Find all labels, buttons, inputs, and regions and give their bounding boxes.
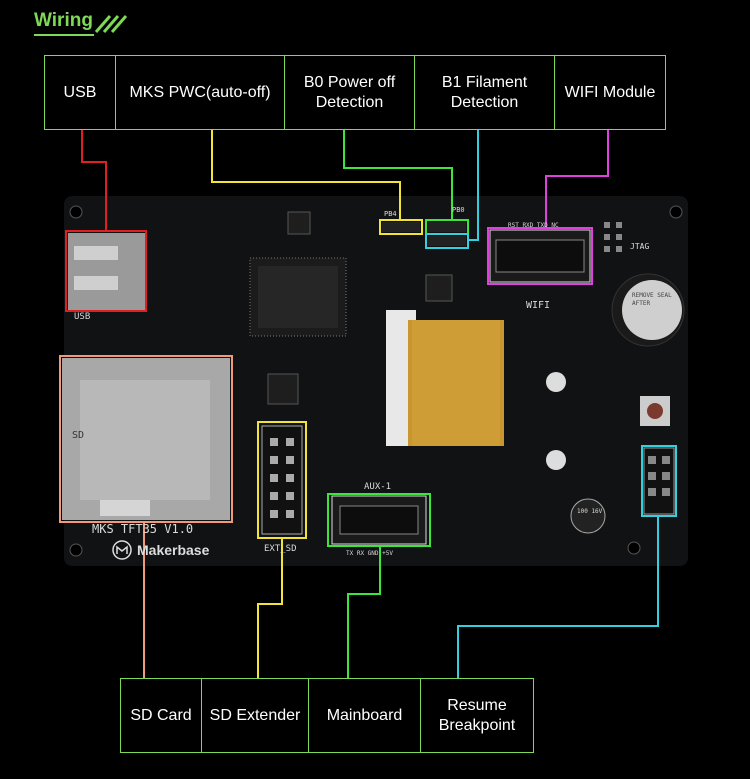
brand-name: Makerbase — [137, 542, 210, 558]
silk-jtag: JTAG — [630, 242, 650, 251]
label-resume-breakpoint: Resume Breakpoint — [420, 678, 534, 753]
mount-hole — [69, 205, 83, 219]
silk-pb4: PB4 — [384, 210, 397, 218]
silk-model: MKS TFT35 V1.0 — [92, 522, 194, 536]
label-usb-text: USB — [63, 83, 97, 101]
label-resume-breakpoint-text: Resume Breakpoint — [438, 696, 516, 734]
pb4-header — [382, 222, 420, 232]
silk-pb0: PB0 — [452, 206, 465, 214]
silk-cap: 100 16V — [577, 508, 603, 515]
mount-hole — [669, 205, 683, 219]
usb-port — [68, 233, 146, 310]
line-resume — [457, 516, 659, 678]
mount-hole — [69, 543, 83, 557]
title-slashes-icon — [94, 15, 128, 33]
brand-logo: Makerbase — [112, 540, 209, 560]
silk-wifi-pins: RST RXD TXD NC — [508, 222, 559, 229]
highlight-sd-card — [59, 355, 233, 523]
usb-slot — [74, 246, 118, 260]
silk-sd: SD — [72, 430, 85, 441]
sd-eject — [100, 500, 150, 516]
capacitor — [546, 450, 566, 470]
label-b1-text: B1 Filament Detection — [441, 73, 528, 111]
wifi-header-socket — [495, 239, 585, 273]
line-b0 — [343, 130, 453, 220]
label-pwc-text: MKS PWC(auto-off) — [129, 83, 271, 101]
label-mainboard-text: Mainboard — [326, 706, 403, 724]
ext-sd-header-body — [261, 425, 303, 535]
page-title: Wiring — [34, 10, 93, 31]
line-b1 — [468, 130, 479, 241]
reset-button-cap — [647, 403, 663, 419]
silk-buzzer: REMOVE SEAL AFTER — [632, 292, 672, 307]
label-wifi-text: WIFI Module — [564, 83, 656, 101]
line-sd-extender — [257, 538, 283, 678]
usb-slot — [74, 276, 118, 290]
makerbase-icon — [112, 540, 132, 560]
line-mainboard — [347, 546, 381, 678]
line-usb — [81, 130, 107, 231]
silk-ext-sd: EXT_SD — [264, 544, 297, 554]
label-wifi: WIFI Module — [554, 55, 666, 130]
jtag-pins — [604, 222, 622, 252]
mcu-die — [258, 266, 338, 328]
aux-header-socket — [339, 505, 419, 535]
ext-sd-pins — [270, 438, 294, 518]
electrolytic-capacitor — [570, 498, 606, 534]
label-sd-card-text: SD Card — [130, 706, 192, 724]
silk-aux: AUX-1 — [364, 482, 392, 492]
buzzer-seal — [622, 280, 682, 340]
sd-card-cover — [80, 380, 210, 500]
line-pwc — [211, 130, 401, 220]
label-b0-text: B0 Power off Detection — [303, 73, 396, 111]
small-chip — [425, 274, 453, 302]
small-chip — [267, 373, 299, 405]
resume-pins — [648, 456, 670, 496]
small-chip — [287, 211, 311, 235]
silk-wifi: WIFI — [526, 300, 551, 311]
mount-hole — [627, 541, 641, 555]
highlight-wifi — [487, 227, 593, 285]
silk-aux-pins: TX RX GND +5V — [346, 550, 393, 557]
label-b0: B0 Power off Detection — [284, 55, 415, 130]
pb0-header — [428, 222, 466, 232]
capacitor — [546, 372, 566, 392]
line-wifi — [545, 130, 609, 228]
title-underline — [34, 34, 94, 36]
silk-usb: USB — [74, 312, 91, 322]
pb1-header — [428, 236, 466, 246]
ribbon-sheen — [412, 320, 500, 446]
label-sd-extender-text: SD Extender — [209, 706, 301, 724]
